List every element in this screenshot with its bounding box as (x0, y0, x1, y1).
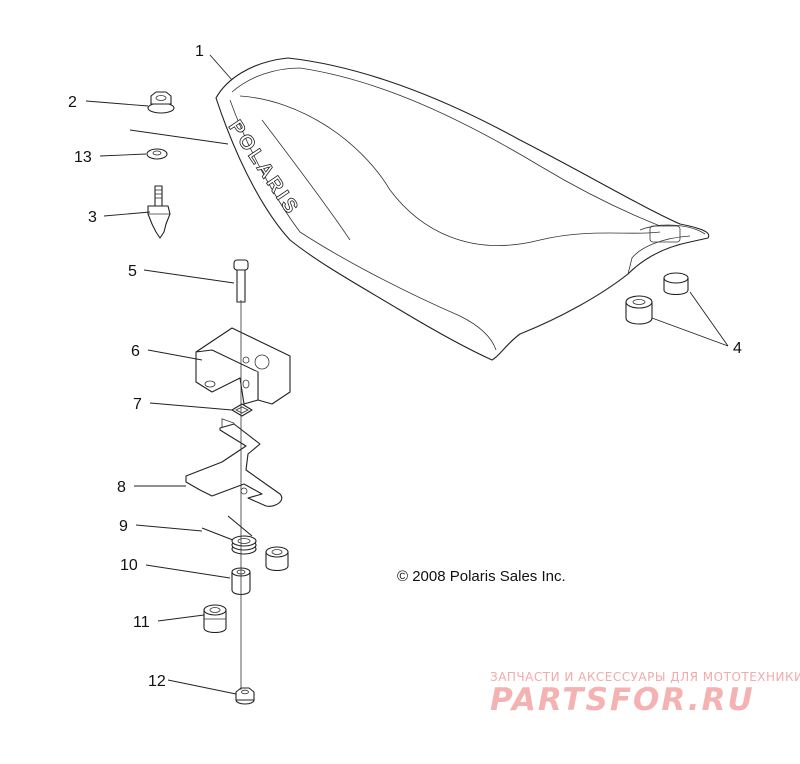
watermark-tagline: ЗАПЧАСТИ И АКСЕССУАРЫ ДЛЯ МОТОТЕХНИКИ (490, 670, 800, 684)
lock-nut (235, 687, 255, 705)
latch-stud (147, 185, 171, 239)
callout-5: 5 (128, 263, 137, 280)
shoulder-bolt (233, 259, 249, 303)
callout-12: 12 (148, 673, 166, 690)
copyright-notice: © 2008 Polaris Sales Inc. (397, 568, 566, 585)
grommet (203, 604, 227, 634)
flange-nut (147, 91, 175, 114)
watermark-brand: PARTSFOR.RU (490, 682, 755, 718)
rubber-bumpers (625, 272, 689, 325)
bushing-small (265, 546, 289, 572)
callout-labels: 1 2 13 3 5 6 7 8 9 10 11 12 4 (68, 43, 742, 690)
leader-lines (85, 54, 729, 695)
callout-9: 9 (119, 518, 128, 535)
latch-bracket (195, 327, 291, 434)
callout-13: 13 (74, 149, 92, 166)
washer (146, 148, 168, 160)
callout-1: 1 (195, 43, 204, 60)
callout-7: 7 (133, 396, 142, 413)
clip-nut (231, 403, 253, 417)
latch-plate (185, 423, 283, 507)
torsion-spring (201, 515, 257, 555)
callout-10: 10 (120, 557, 138, 574)
callout-2: 2 (68, 94, 77, 111)
callout-11: 11 (133, 614, 150, 631)
callout-3: 3 (88, 209, 97, 226)
callout-6: 6 (131, 343, 140, 360)
callout-4: 4 (733, 340, 742, 357)
callout-8: 8 (117, 479, 126, 496)
